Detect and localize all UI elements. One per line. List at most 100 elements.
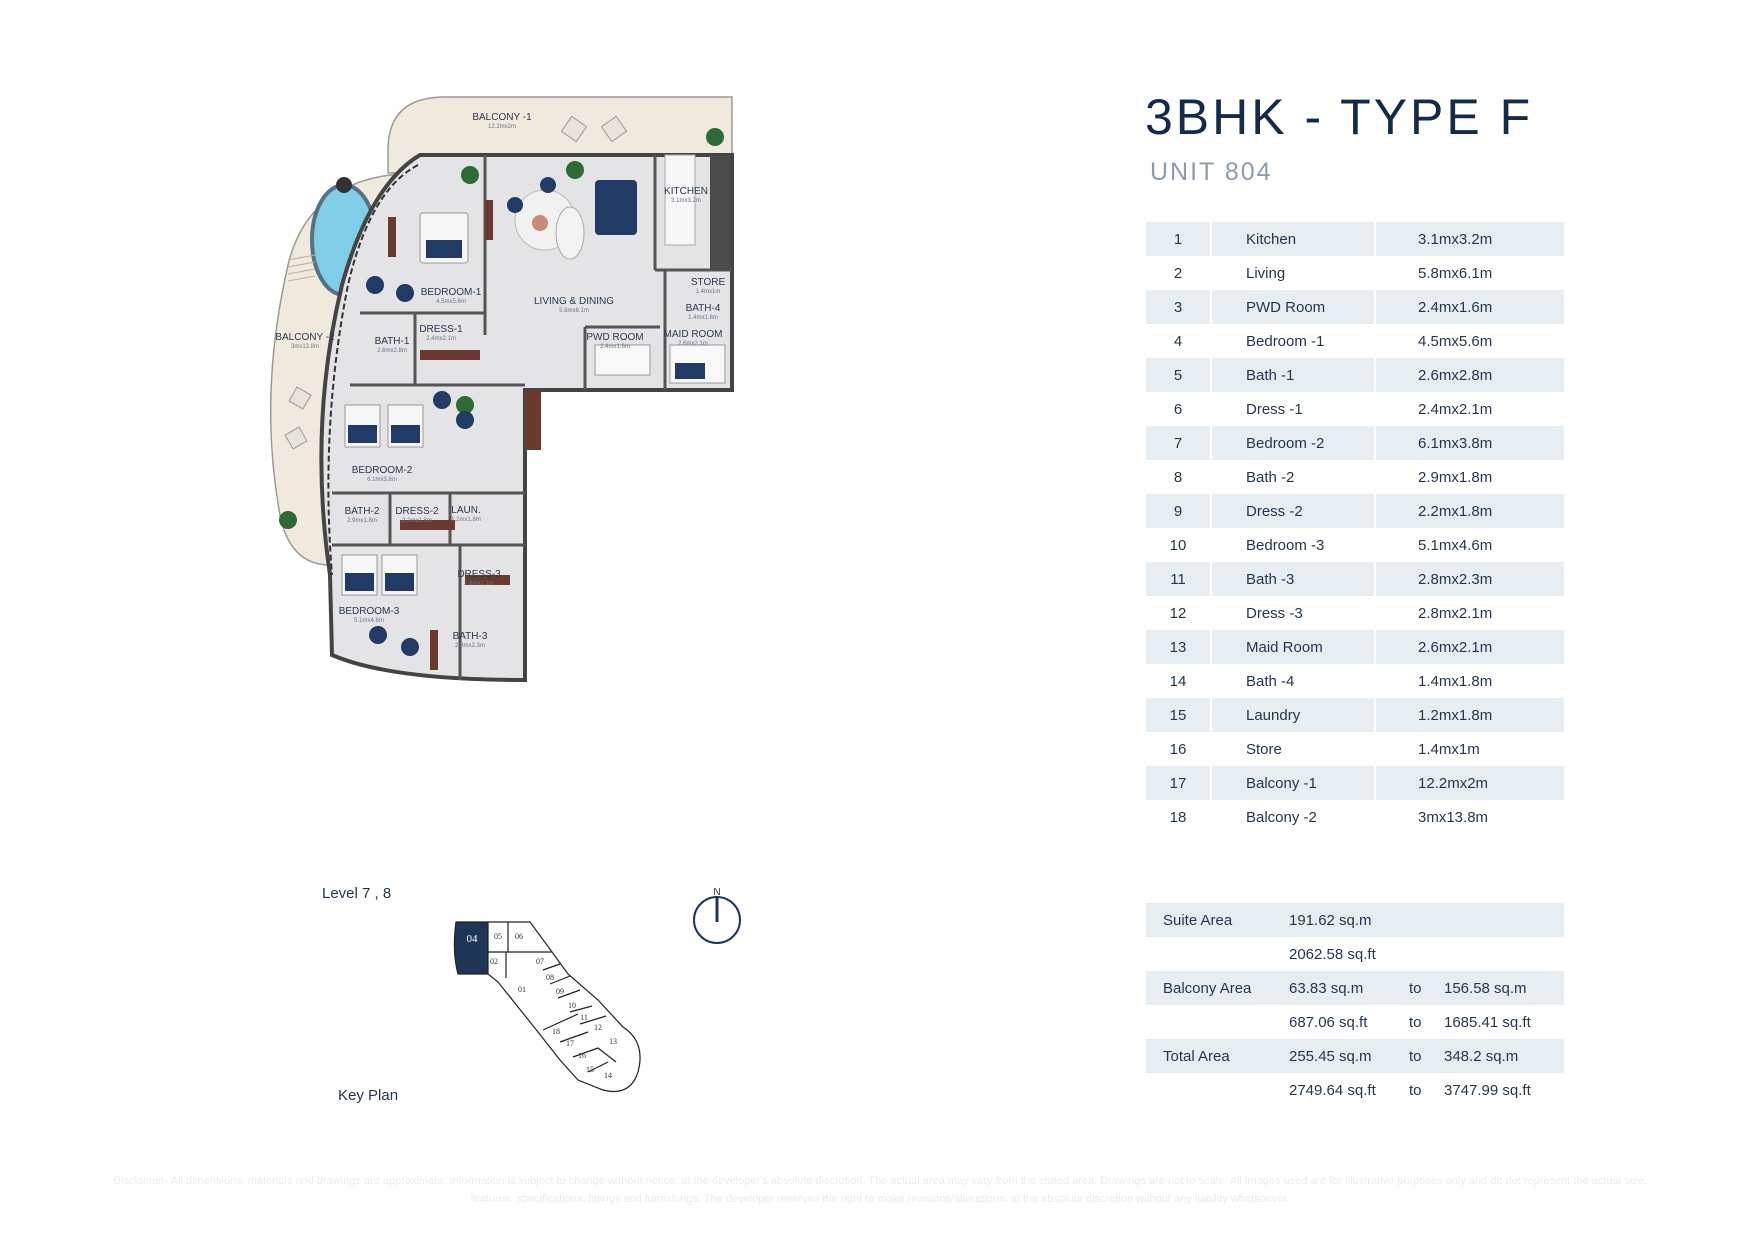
key-plan-unit-12: 12	[594, 1023, 602, 1032]
dim-bath-2: 2.9mx1.8m	[347, 518, 377, 524]
key-plan-unit-11: 11	[580, 1013, 588, 1022]
label-living: LIVING & DINING	[534, 296, 614, 307]
room-name: Bath -4	[1212, 664, 1376, 698]
suite-area-label: Suite Area	[1146, 903, 1289, 937]
dim-maid-room: 2.6mx2.1m	[678, 341, 708, 347]
room-number: 13	[1146, 630, 1212, 664]
room-size: 1.4mx1m	[1418, 740, 1480, 758]
key-plan-unit-07: 07	[536, 957, 544, 966]
room-size: 5.8mx6.1m	[1418, 264, 1493, 282]
label-balcony-1: BALCONY -1	[472, 112, 532, 123]
balcony-area-label: Balcony Area	[1146, 971, 1289, 1005]
room-name: Bath -3	[1212, 562, 1376, 596]
floor-plan: BALCONY -1 12.2mx2m BALCONY -2 3mx13.8m …	[270, 96, 734, 683]
key-plan-unit-14: 14	[604, 1071, 612, 1080]
range-to: to	[1409, 1013, 1422, 1031]
label-balcony-2: BALCONY -2	[275, 332, 335, 343]
label-bedroom-3: BEDROOM-3	[339, 606, 400, 617]
dim-bath-1: 2.6mx2.8m	[377, 348, 407, 354]
room-size: 2.2mx1.8m	[1376, 494, 1564, 528]
key-plan-unit-10: 10	[568, 1001, 576, 1010]
key-plan-unit-02: 02	[490, 957, 498, 966]
suite-area-sqft: 2062.58 sq.ft	[1289, 945, 1376, 963]
room-size: 3mx13.8m	[1418, 808, 1489, 826]
pool-steps	[287, 254, 316, 282]
room-size: 2.6mx2.1m	[1376, 630, 1564, 664]
room-name: Bedroom -1	[1212, 324, 1376, 358]
label-pwd-room: PWD ROOM	[586, 332, 643, 343]
room-name: Dress -1	[1212, 392, 1376, 426]
room-name: Kitchen	[1212, 222, 1376, 256]
room-name: Store	[1212, 732, 1376, 766]
dim-pwd-room: 2.4mx1.6m	[600, 344, 630, 350]
room-size: 1.2mx1.8m	[1376, 698, 1564, 732]
dim-laundry: 1.2mx1.8m	[451, 517, 481, 523]
total-area-label: Total Area	[1146, 1039, 1289, 1073]
room-number: 8	[1146, 460, 1212, 494]
dim-bath-3: 2.8mx2.3m	[455, 643, 485, 649]
balcony-area-sqft-row: 687.06 sq.ft to 1685.41 sq.ft	[1146, 1005, 1564, 1039]
total-area-row: Total Area 255.45 sq.m to 348.2 sq.m	[1146, 1039, 1564, 1073]
label-dress-3: DRESS-3	[457, 569, 501, 580]
room-number: 9	[1146, 494, 1212, 528]
room-number: 16	[1146, 732, 1212, 766]
north-compass: N	[693, 887, 741, 944]
dim-bath-4: 1.4mx1.8m	[688, 315, 718, 321]
room-size: 6.1mx3.8m	[1376, 426, 1564, 460]
key-plan-unit-08: 08	[546, 973, 554, 982]
room-size: 4.5mx5.6m	[1418, 332, 1493, 350]
suite-area-sqft-row: 2062.58 sq.ft	[1146, 937, 1564, 971]
key-plan-unit-01: 01	[518, 985, 526, 994]
unit-04-highlight	[453, 921, 489, 975]
room-name: Dress -2	[1212, 494, 1376, 528]
furniture	[341, 154, 730, 670]
key-plan-unit-06: 06	[515, 932, 523, 941]
label-maid-room: MAID ROOM	[664, 329, 723, 340]
key-plan-building	[453, 921, 641, 1093]
total-area-sqft-from: 2749.64 sq.ft	[1289, 1081, 1376, 1099]
room-name: Bath -1	[1212, 358, 1376, 392]
balcony-area-sqft-to: 1685.41 sq.ft	[1444, 1013, 1531, 1031]
dim-living: 5.8mx6.1m	[559, 308, 589, 314]
range-to: to	[1409, 971, 1444, 1005]
room-number: 5	[1146, 358, 1212, 392]
interior-walls	[332, 155, 732, 680]
room-name: Bedroom -3	[1212, 528, 1376, 562]
range-to: to	[1409, 1039, 1444, 1073]
label-bath-2: BATH-2	[345, 506, 380, 517]
room-name: Bath -2	[1212, 460, 1376, 494]
dim-dress-2: 2.2mx1.8m	[402, 518, 432, 524]
dim-store: 1.4mx1m	[696, 289, 721, 295]
label-dress-2: DRESS-2	[395, 506, 439, 517]
room-number: 2	[1146, 256, 1212, 290]
label-bedroom-1: BEDROOM-1	[421, 287, 482, 298]
balcony-area-row: Balcony Area 63.83 sq.m to 156.58 sq.m	[1146, 971, 1564, 1005]
room-name: Balcony -2	[1212, 800, 1376, 834]
balcony-area-sqft-from: 687.06 sq.ft	[1289, 1013, 1368, 1031]
room-size: 2.6mx2.8m	[1376, 358, 1564, 392]
outdoor-chairs	[284, 115, 628, 450]
dim-kitchen: 3.1mx3.2m	[671, 198, 701, 204]
room-number: 3	[1146, 290, 1212, 324]
room-number: 10	[1146, 528, 1212, 562]
room-number: 14	[1146, 664, 1212, 698]
dim-balcony-1: 12.2mx2m	[488, 124, 516, 130]
label-bath-3: BATH-3	[453, 631, 488, 642]
key-plan-unit-17: 17	[566, 1039, 574, 1048]
suite-area-row: Suite Area 191.62 sq.m	[1146, 903, 1564, 937]
